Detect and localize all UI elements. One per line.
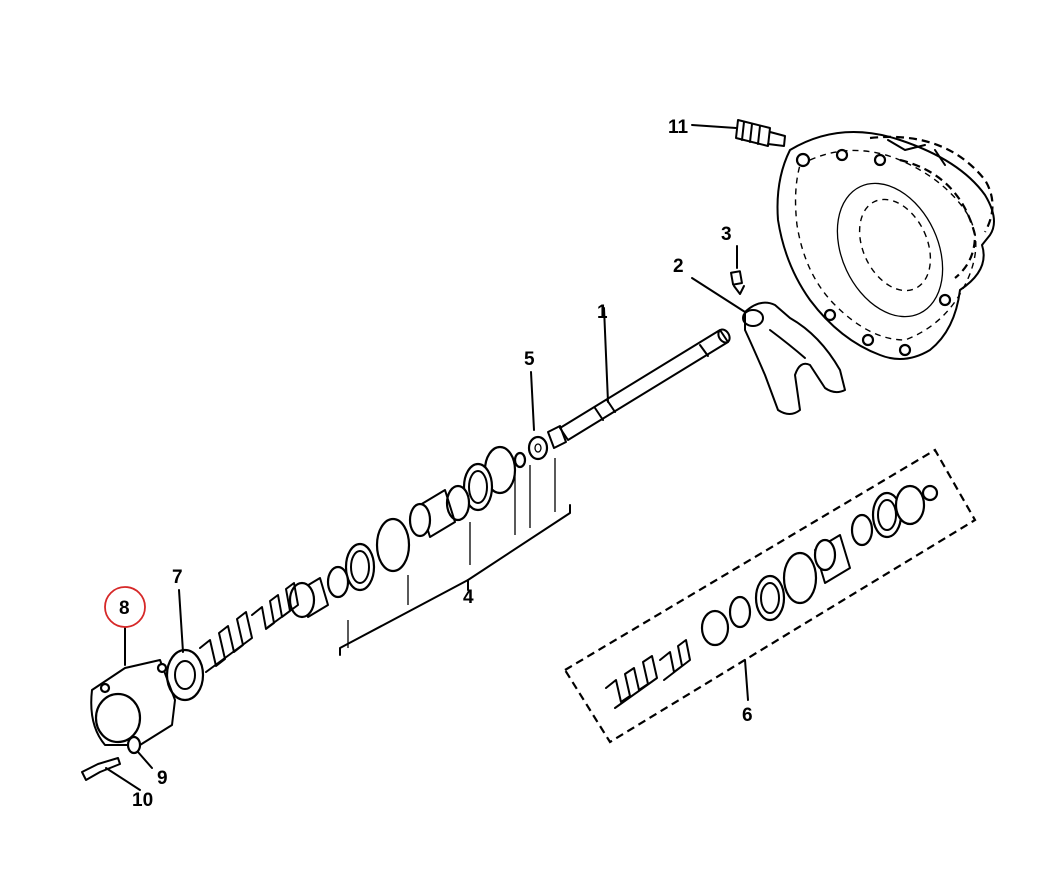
- callout-5: 5: [524, 349, 535, 370]
- spring: [251, 582, 299, 630]
- part-8-cover: [90, 627, 176, 746]
- callout-8: 8: [119, 598, 130, 619]
- highlight-circle: [104, 586, 146, 628]
- callout-7: 7: [172, 567, 183, 588]
- callout-9: 9: [157, 768, 168, 789]
- callout-3: 3: [721, 224, 732, 245]
- callout-11: 11: [668, 117, 689, 138]
- part-7-detent: [165, 589, 253, 702]
- part-10-bolt: [81, 757, 141, 791]
- part-5-washer: [527, 371, 549, 461]
- callout-10: 10: [132, 790, 153, 811]
- part-9-washer: [126, 735, 153, 769]
- callout-4: 4: [463, 587, 474, 608]
- callout-6: 6: [742, 705, 753, 726]
- kit-6-box: [563, 448, 977, 744]
- part-11-switch: [691, 119, 786, 147]
- gearbox-housing: [776, 131, 995, 360]
- part-3-screw: [730, 245, 745, 295]
- callout-2: 2: [673, 256, 684, 277]
- callout-1: 1: [597, 302, 608, 323]
- part-1-shaft: [547, 307, 731, 449]
- part-2-shift-fork: [691, 277, 846, 415]
- kit-4-seals: [288, 445, 571, 656]
